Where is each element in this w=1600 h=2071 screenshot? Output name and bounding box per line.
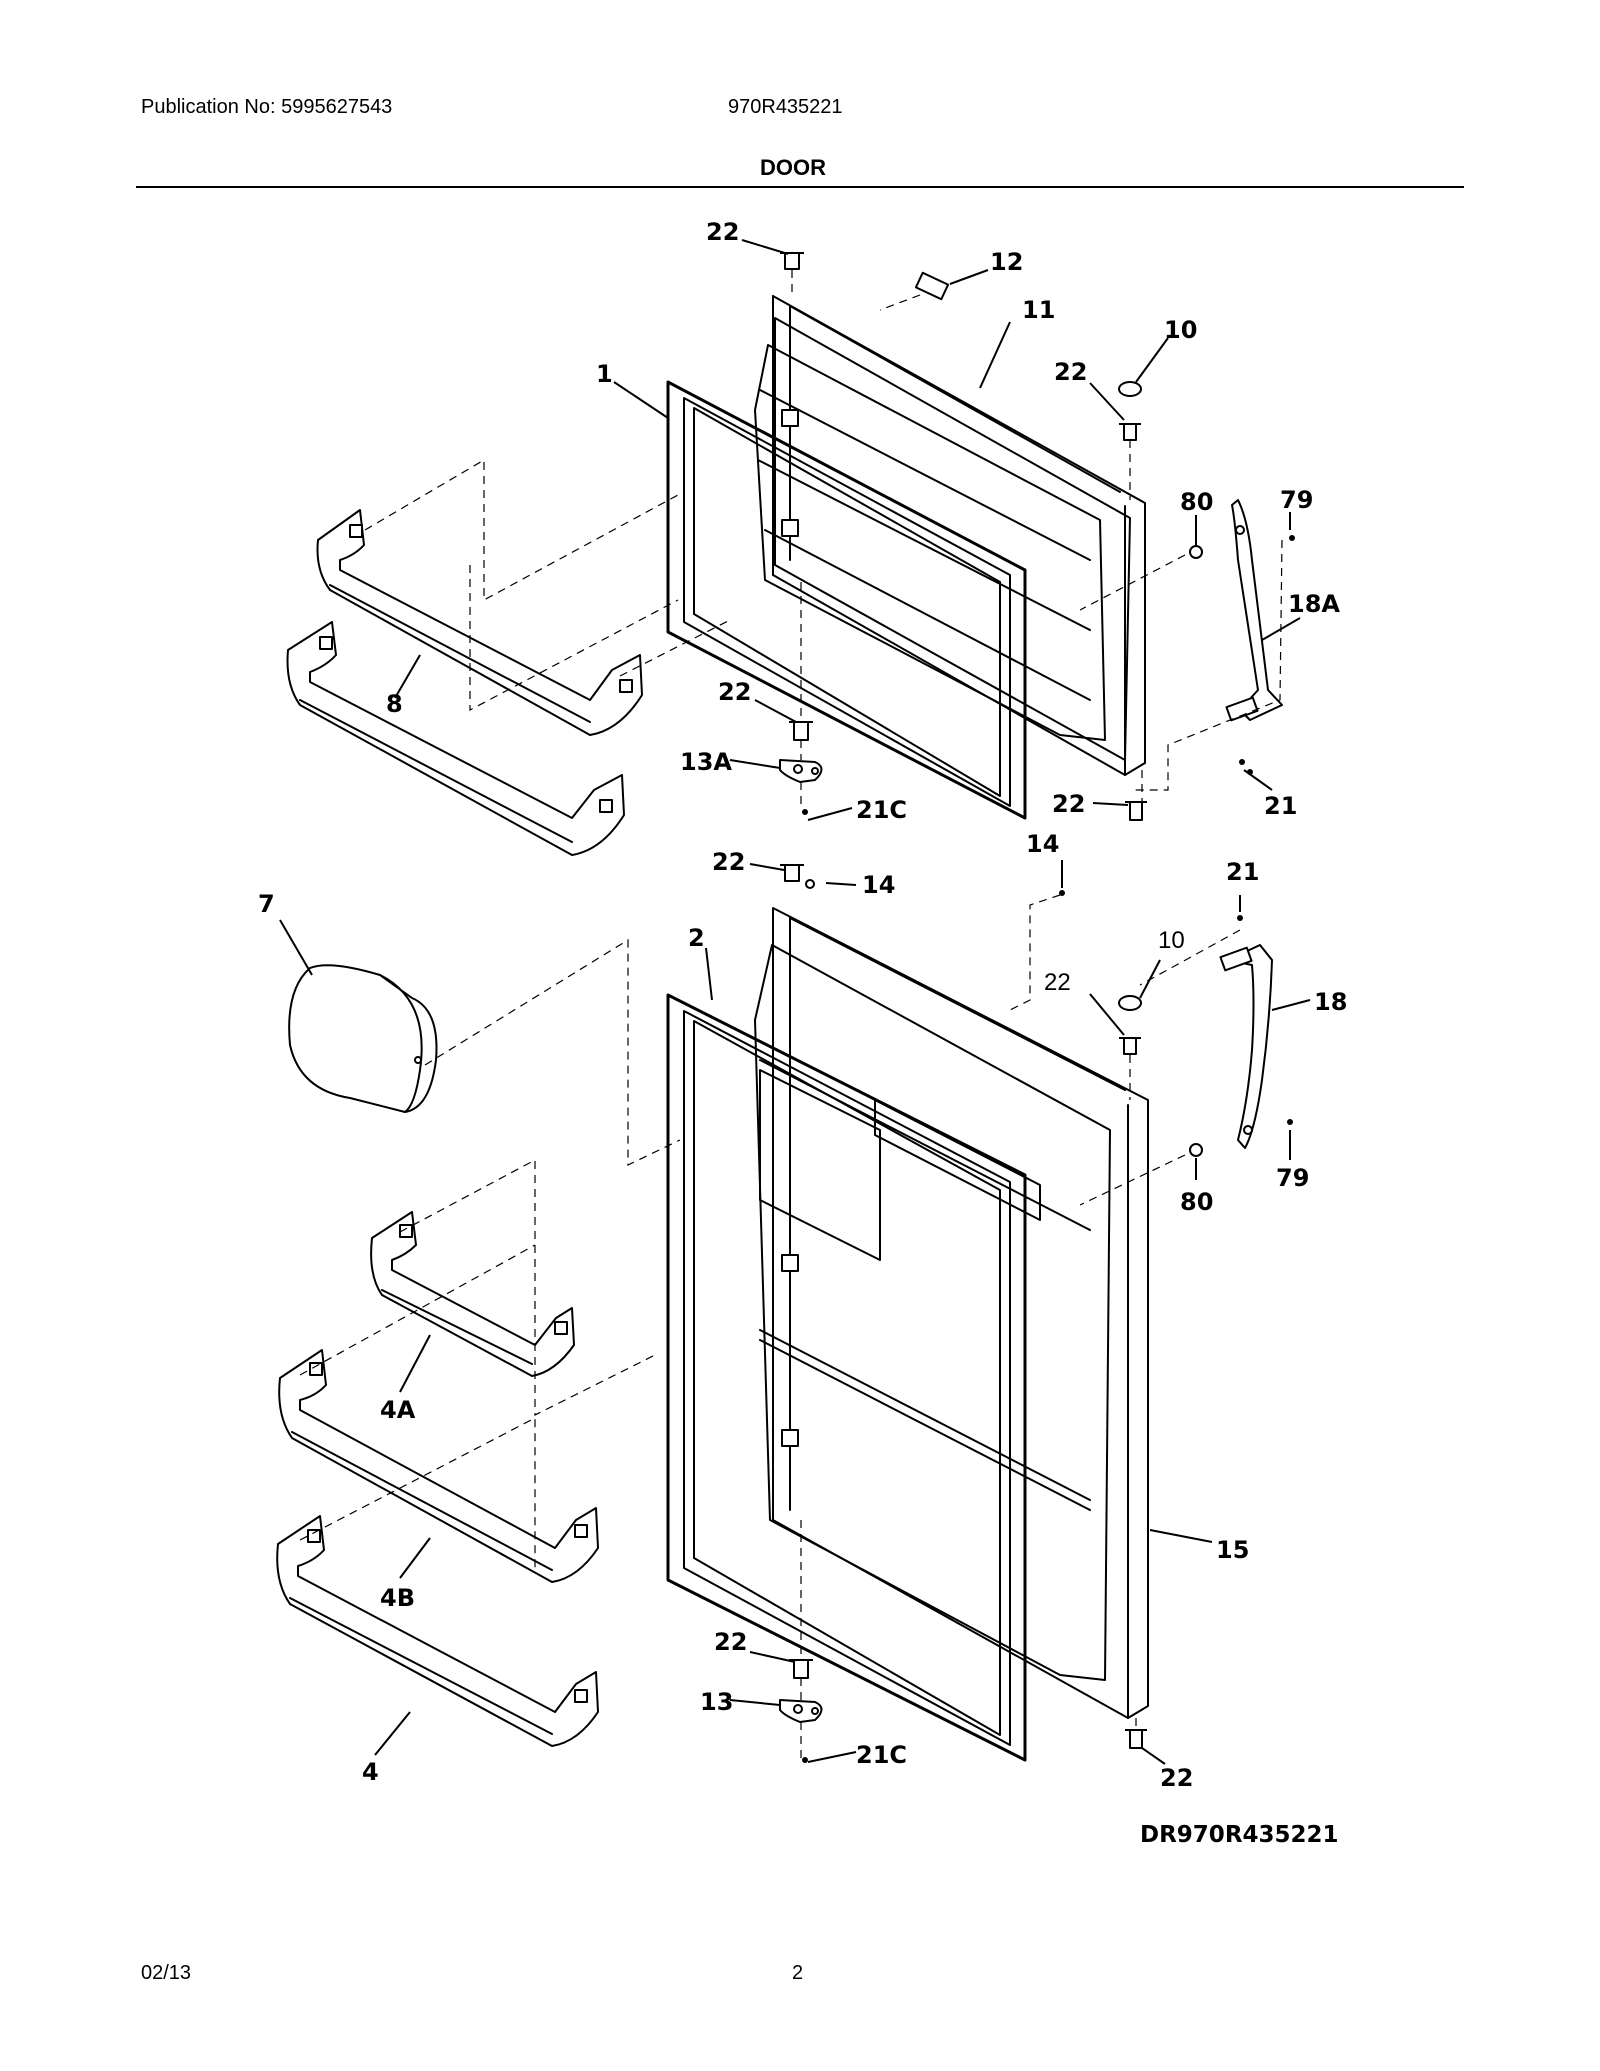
callout-21: 21 [1264,792,1297,820]
bottom-hinge-13 [779,1659,823,1763]
handle-18a [1225,499,1283,722]
dairy-compartment-7 [288,964,438,1113]
fresh-food-door-15 [754,907,1149,1719]
callout-14: 14 [1026,830,1059,858]
spacer-80-lower [1189,1143,1203,1157]
callout-11: 11 [1022,296,1055,324]
screw-22-upper-bottom [1125,801,1147,821]
door-shelf-4 [276,1515,599,1747]
page-number: 2 [792,1962,804,1984]
callout-79: 79 [1276,1164,1309,1192]
screw-79-upper [1289,535,1295,541]
upper-top-screw [780,252,804,270]
door-shelf-4a [370,1211,575,1377]
callout-21: 21 [1226,858,1259,886]
callout-18: 18 [1314,988,1347,1016]
callout-13: 13 [700,1688,733,1716]
spacer-80-upper [1189,545,1203,559]
callout-80: 80 [1180,1188,1213,1216]
callout-22: 22 [712,848,745,876]
top-screws-lower [780,864,1065,896]
callout-22: 22 [1160,1764,1193,1792]
callout-12: 12 [990,248,1023,276]
callout-22: 22 [718,678,751,706]
callout-22: 22 [706,218,739,246]
screw-21-lower [1237,915,1243,921]
callout-79: 79 [1280,486,1313,514]
bottom-hinge-13a [779,721,823,815]
footer-date: 02/13 [141,1962,192,1984]
callout-8: 8 [386,690,403,718]
callout-7: 7 [258,890,275,918]
callout-10: 10 [1158,927,1185,954]
model-number: 970R435221 [728,96,843,118]
screw-21-upper [1239,759,1245,765]
door-shelf-4b [278,1349,599,1583]
section-title: DOOR [760,155,826,180]
callout-13a: 13A [680,748,732,776]
header-rule [136,186,1464,188]
callout-80: 80 [1180,488,1213,516]
plug-10-upper [1118,381,1142,397]
screw-22-lower-right [1119,1037,1141,1055]
callout-1: 1 [596,360,613,388]
handle-18 [1219,944,1273,1149]
callout-4: 4 [362,1758,379,1786]
screw-22-upper-right [1119,423,1141,441]
callout-21c: 21C [856,796,907,824]
freezer-gasket-1 [666,380,1027,820]
callout-22: 22 [714,1628,747,1656]
screw-22-lower-bottom [1125,1729,1147,1749]
callout-15: 15 [1216,1536,1249,1564]
label-12 [914,271,950,301]
callout-22: 22 [1052,790,1085,818]
callout-4a: 4A [380,1396,416,1424]
callout-21c: 21C [856,1741,907,1769]
callout-4b: 4B [380,1584,415,1612]
callout-22: 22 [1044,969,1071,996]
door-shelf-8-upper [316,509,643,736]
diagram-code: DR970R435221 [1140,1822,1339,1848]
callout-22: 22 [1054,358,1087,386]
leader-lines [279,239,1311,1765]
screw-79-lower [1287,1119,1293,1125]
publication-number: Publication No: 5995627543 [141,96,393,118]
callout-14: 14 [862,871,895,899]
callout-2: 2 [688,924,705,952]
callout-10: 10 [1164,316,1197,344]
fresh-food-gasket-2 [666,993,1027,1762]
door-shelf-8-lower [286,621,625,856]
plug-10-lower [1118,995,1142,1011]
assembly-lines [299,270,1283,1758]
callout-18a: 18A [1288,590,1340,618]
